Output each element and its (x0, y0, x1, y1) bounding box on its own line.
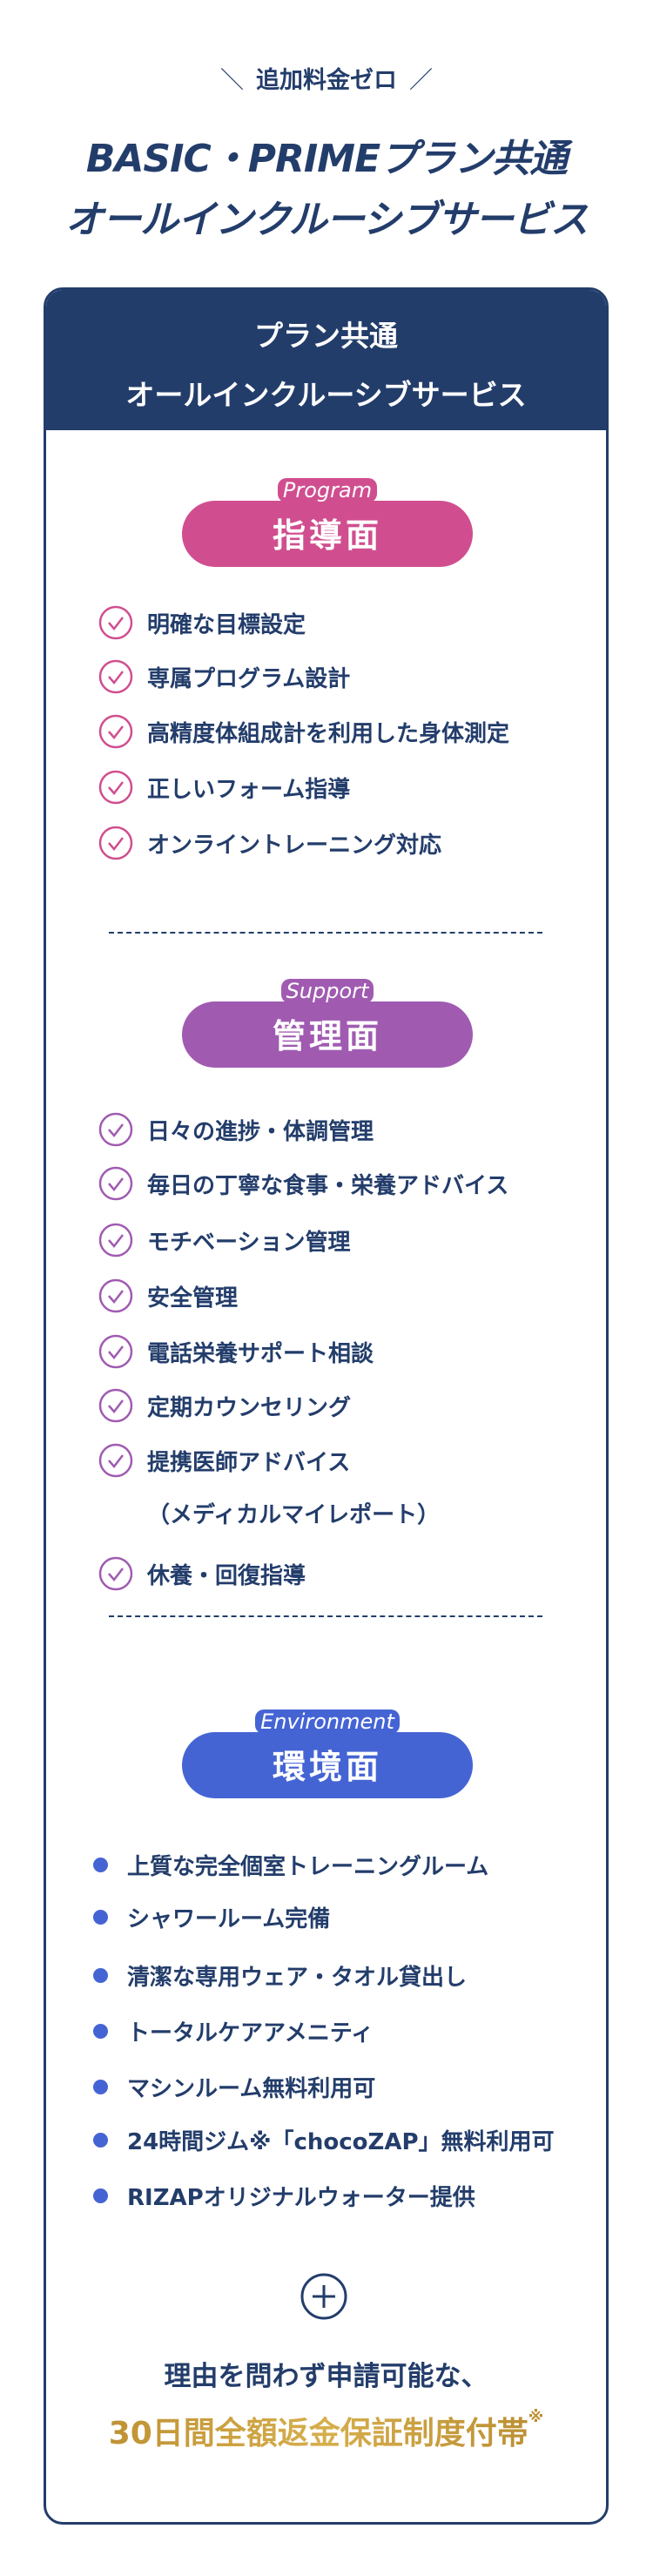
section-tag: Program (182, 478, 473, 502)
divider (109, 1615, 542, 1617)
check-circle-icon (98, 1112, 133, 1147)
card-header-line2: オールインクルーシブサービス (125, 378, 527, 412)
list-item: 安全管理 (98, 1278, 238, 1313)
list-item: 高精度体組成計を利用した身体測定 (98, 714, 509, 749)
bullet-icon (93, 2132, 108, 2148)
list-item-label: 電話栄養サポート相談 (147, 1340, 374, 1367)
list-item-label: 明確な目標設定 (147, 611, 306, 638)
list-item-label: 24時間ジム※「chocoZAP」無料利用可 (127, 2128, 555, 2155)
list-item: トータルケアアメニティ (93, 2013, 374, 2048)
bullet-icon (93, 2188, 108, 2203)
list-item: 定期カウンセリング (98, 1388, 351, 1423)
section-pill-support: Support 管理面 (182, 979, 473, 1068)
list-item: 日々の進捗・体調管理 (98, 1112, 374, 1147)
bullet-icon (93, 1857, 108, 1872)
check-circle-icon (98, 605, 133, 640)
list-item-label: 定期カウンセリング (147, 1394, 352, 1421)
plus-circle-icon (300, 2273, 347, 2320)
list-item-label: 正しいフォーム指導 (147, 776, 351, 803)
list-item-label: 専属プログラム設計 (147, 665, 351, 692)
list-item: モチベーション管理 (98, 1223, 350, 1258)
list-item-label: 日々の進捗・体調管理 (147, 1118, 374, 1145)
list-item: 休養・回復指導 (98, 1556, 306, 1591)
list-item: 上質な完全個室トレーニングルーム (93, 1847, 488, 1882)
section-tag-text: Program (277, 478, 378, 502)
check-circle-icon (98, 1278, 133, 1313)
list-item-label: 上質な完全個室トレーニングルーム (127, 1853, 489, 1880)
check-circle-icon (98, 659, 133, 694)
list-item: 専属プログラム設計 (98, 659, 350, 694)
list-item: 毎日の丁寧な食事・栄養アドバイス (98, 1166, 508, 1201)
check-circle-icon (98, 714, 133, 749)
page-title-line1: BASIC・PRIMEプラン共通 (85, 137, 568, 181)
list-item: 電話栄養サポート相談 (98, 1334, 374, 1369)
section-title: 環境面 (272, 1748, 382, 1786)
check-circle-icon (98, 1388, 133, 1423)
section-tag: Environment (182, 1709, 473, 1734)
bullet-icon (93, 1909, 108, 1925)
list-item: RIZAPオリジナルウォーター提供 (93, 2178, 475, 2213)
list-item: 提携医師アドバイス (98, 1443, 350, 1478)
list-item-label: 毎日の丁寧な食事・栄養アドバイス (147, 1172, 509, 1199)
list-item: マシンルーム無料利用可 (93, 2069, 375, 2104)
list-item-sub: （メディカルマイレポート） (147, 1502, 441, 1528)
bullet-icon (93, 1967, 108, 1983)
section-tag-text: Support (280, 979, 374, 1003)
list-item-label: 休養・回復指導 (147, 1562, 306, 1589)
list-item-label: トータルケアアメニティ (127, 2020, 374, 2047)
list-item: シャワールーム完備 (93, 1899, 330, 1934)
list-item-label: モチベーション管理 (147, 1229, 351, 1256)
bottom-text: 理由を問わず申請可能な、 (164, 2361, 488, 2392)
footnote-mark: ※ (528, 2408, 544, 2426)
guarantee-text: 30日間全額返金保証制度付帯※ (46, 2408, 606, 2453)
bullet-icon (93, 2023, 108, 2039)
list-item: 清潔な専用ウェア・タオル貸出し (93, 1958, 467, 1993)
list-item: 24時間ジム※「chocoZAP」無料利用可 (93, 2122, 555, 2157)
list-item-label: RIZAPオリジナルウォーター提供 (127, 2184, 475, 2211)
section-tag: Support (182, 979, 473, 1003)
guarantee-label: 30日間全額返金保証制度付帯 (108, 2416, 528, 2451)
check-circle-icon (98, 1223, 133, 1258)
list-item-label: 高精度体組成計を利用した身体測定 (147, 720, 510, 747)
page-title-line2: オールインクルーシブサービス (65, 198, 589, 242)
list-item-label: 安全管理 (147, 1285, 239, 1312)
check-circle-icon (98, 1166, 133, 1201)
section-title: 管理面 (272, 1017, 382, 1055)
list-item-label: オンライントレーニング対応 (147, 832, 442, 859)
check-circle-icon (98, 1443, 133, 1478)
section-pill-program: Program 指導面 (182, 478, 473, 567)
eyebrow: ＼ 追加料金ゼロ ／ (0, 61, 653, 95)
eyebrow-text: 追加料金ゼロ (256, 67, 397, 94)
list-item-label: マシンルーム無料利用可 (127, 2075, 376, 2102)
list-item-label: シャワールーム完備 (127, 1905, 331, 1932)
list-item-label: 提携医師アドバイス (147, 1449, 351, 1476)
card-header-line1: プラン共通 (254, 319, 398, 353)
card-header: プラン共通 オールインクルーシブサービス (46, 290, 606, 430)
check-circle-icon (98, 770, 133, 805)
section-pill-environment: Environment 環境面 (182, 1709, 473, 1798)
check-circle-icon (98, 1556, 133, 1591)
slash-left: ＼ (220, 67, 244, 94)
divider (109, 932, 542, 934)
slash-right: ／ (409, 67, 433, 94)
service-card: プラン共通 オールインクルーシブサービス Program 指導面 明確な目標設定… (44, 287, 609, 2525)
bullet-icon (93, 2079, 108, 2094)
list-item-label: 清潔な専用ウェア・タオル貸出し (127, 1964, 468, 1991)
section-tag-text: Environment (255, 1709, 400, 1734)
list-item: 明確な目標設定 (98, 605, 306, 640)
check-circle-icon (98, 826, 133, 860)
section-title: 指導面 (272, 516, 382, 555)
list-item: 正しいフォーム指導 (98, 770, 350, 805)
check-circle-icon (98, 1334, 133, 1369)
list-item: オンライントレーニング対応 (98, 826, 441, 860)
